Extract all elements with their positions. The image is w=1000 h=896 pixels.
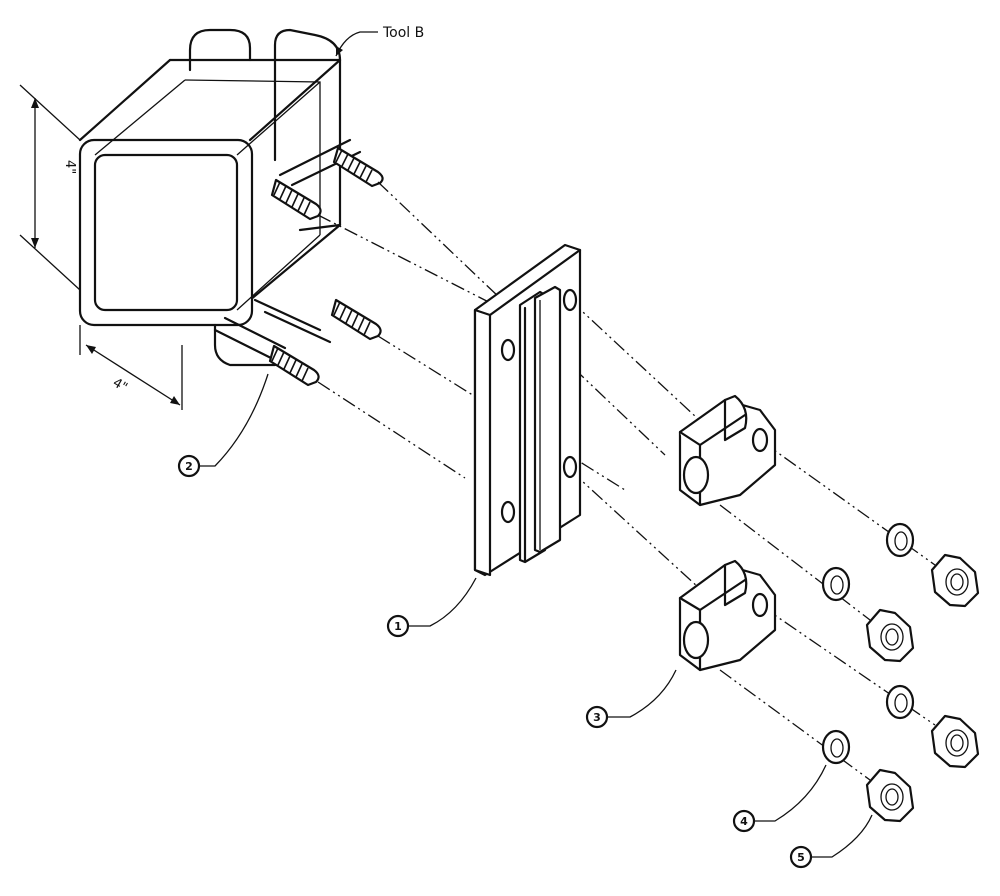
threaded-end-1 [332,146,384,188]
height-dimension-label: 4" [62,160,77,174]
hex-nut-1 [930,553,980,608]
lock-washer-4 [821,729,851,765]
height-dimension [19,84,81,291]
threaded-end-2 [270,178,322,221]
callout-5: 5 [789,814,873,869]
lock-washer-2 [821,566,851,602]
svg-text:1: 1 [394,620,402,633]
hex-nut-4 [865,768,915,823]
callout-1: 1 [386,577,477,638]
svg-text:4: 4 [740,815,748,828]
width-dimension-label: 4" [110,375,130,395]
u-bolt-lower [213,298,332,367]
svg-text:2: 2 [185,460,193,473]
threaded-end-4 [268,344,320,387]
svg-text:3: 3 [593,711,601,724]
threaded-end-3 [330,298,382,341]
tool-leader [335,31,378,57]
center-lines [317,181,936,781]
callout-4: 4 [732,764,827,833]
square-tube [78,58,342,327]
clamp-bracket-upper [678,394,777,507]
tool-label: Tool B [382,25,424,41]
svg-text:5: 5 [797,851,805,864]
hex-nut-2 [865,608,915,663]
lock-washer-3 [885,684,915,720]
lock-washer-1 [885,522,915,558]
callout-2: 2 [177,373,269,478]
callout-3: 3 [585,669,677,729]
mounting-plate [473,243,582,577]
width-dimension [79,325,183,410]
hex-nut-3 [930,714,980,769]
clamp-bracket-lower [678,559,777,672]
